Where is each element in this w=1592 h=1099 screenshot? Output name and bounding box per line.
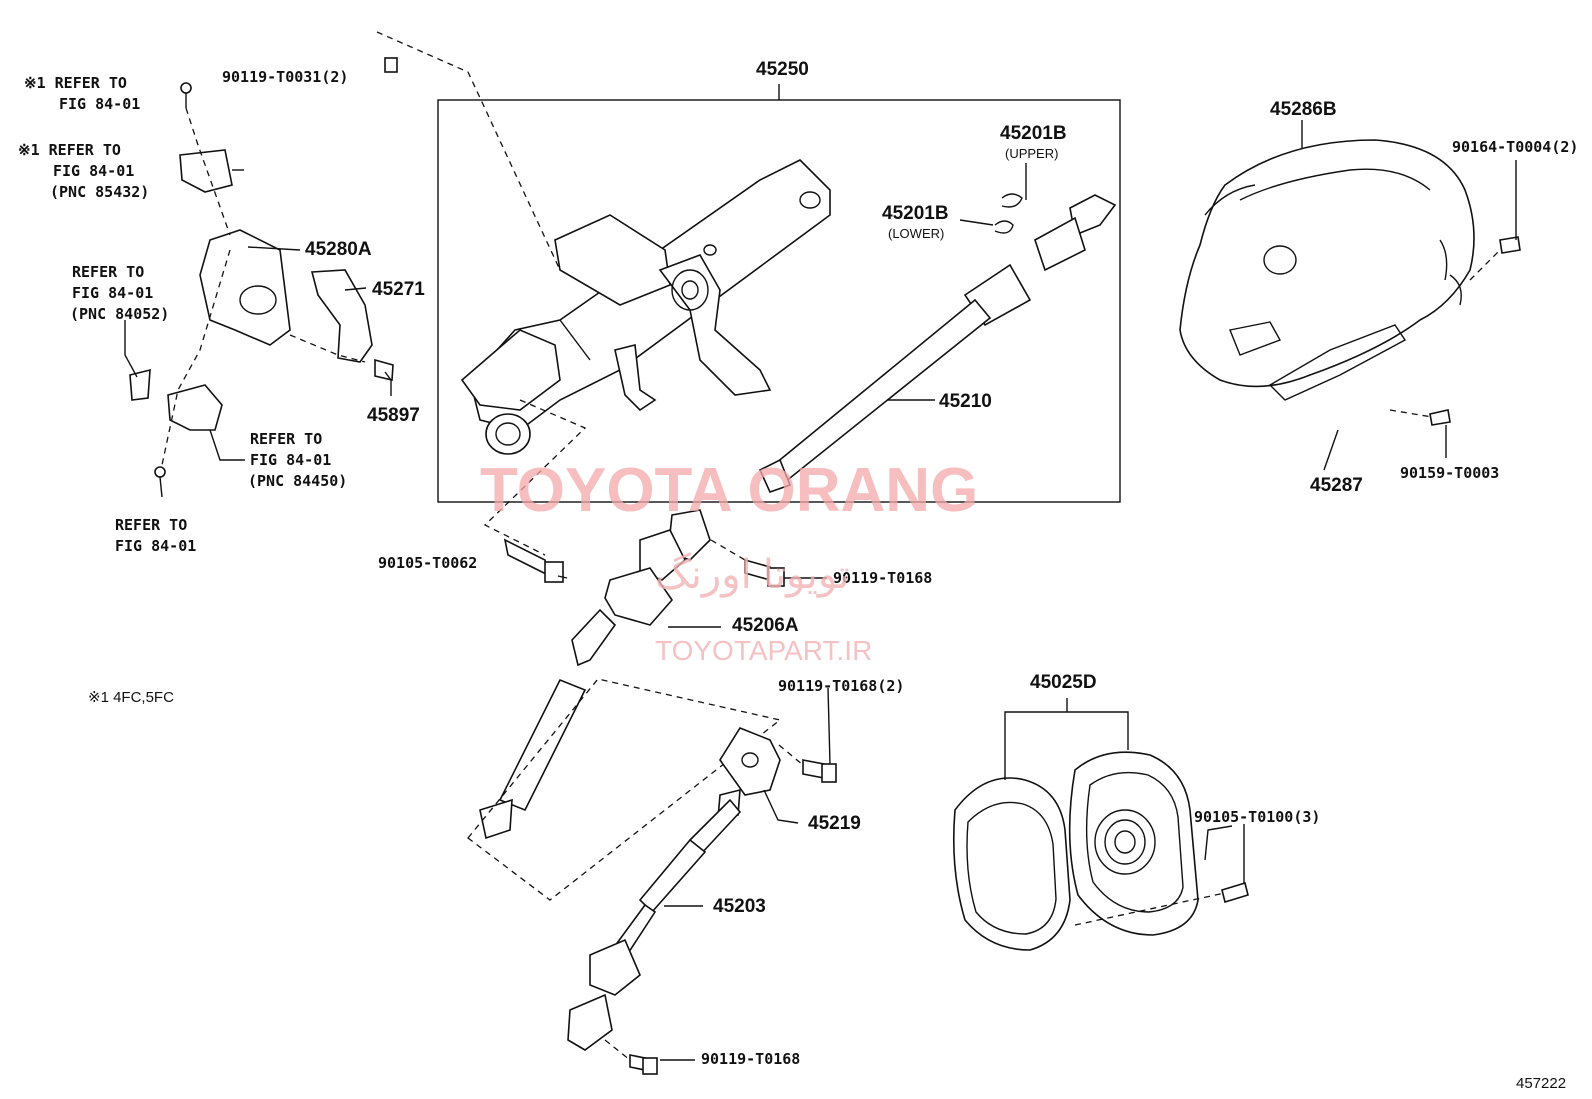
label-lower: (LOWER) [888,226,945,241]
main-shaft [758,194,1117,493]
label-ref3-line1: REFER TO [72,263,145,281]
label-45271: 45271 [372,279,425,300]
turn-signal-switch-assembly [129,57,398,498]
watermark-persian: تویوتا اورنگ [655,553,850,597]
label-ref2-line3: (PNC 85432) [50,183,150,201]
label-90159-t0003: 90159-T0003 [1400,464,1500,482]
label-90105-t0062: 90105-T0062 [378,554,478,572]
label-90119-t0168-b: 90119-T0168 [701,1050,801,1068]
universal-joint-45219 [719,727,781,796]
label-ref5-line1: REFER TO [115,516,188,534]
label-ref2-line1: ※1 REFER TO [18,141,121,159]
label-90164-t0004: 90164-T0004(2) [1452,138,1579,156]
label-45201B-lower: 45201B [882,203,949,224]
label-45025D: 45025D [1030,672,1097,693]
steering-column-boot [952,751,1199,951]
label-45210: 45210 [939,391,992,412]
label-45203: 45203 [713,896,766,917]
bolts [503,236,1521,1075]
label-ref4-line1: REFER TO [250,430,323,448]
label-ref2-line2: FIG 84-01 [53,162,135,180]
label-90119-t0168-2: 90119-T0168(2) [778,677,905,695]
label-45250: 45250 [756,59,809,80]
label-90119-t0168-a: 90119-T0168 [833,569,933,587]
label-ref4-line2: FIG 84-01 [250,451,332,469]
label-45280A: 45280A [305,239,372,260]
column-bushing-clips [959,163,1027,234]
watermark-main: TOYOTA ORANG [480,456,979,525]
steering-intermediate-shaft-45203 [567,788,742,1051]
label-ref1-line2: FIG 84-01 [59,95,141,113]
intermediate-shaft-upper [479,509,711,840]
label-ref1-line1: ※1 REFER TO [24,74,127,92]
label-45287: 45287 [1310,475,1363,496]
label-45206A: 45206A [732,615,799,636]
watermark-site: TOYOTAPART.IR [655,635,873,666]
label-note-4fc-5fc: ※1 4FC,5FC [88,689,174,706]
label-90105-t0100: 90105-T0100(3) [1194,808,1321,826]
label-45897: 45897 [367,405,420,426]
label-ref4-line3: (PNC 84450) [248,472,348,490]
label-ref3-line3: (PNC 84052) [70,305,170,323]
label-45286B: 45286B [1270,99,1337,120]
figure-number: 457222 [1516,1075,1567,1092]
label-90119-t0031: 90119-T0031(2) [222,68,349,86]
steering-column-body [460,159,831,455]
column-cover-upper-lower [1179,139,1475,401]
label-upper: (UPPER) [1005,146,1059,161]
label-ref5-line2: FIG 84-01 [115,537,197,555]
label-45219: 45219 [808,813,861,834]
label-ref3-line2: FIG 84-01 [72,284,154,302]
label-45201B-upper: 45201B [1000,123,1067,144]
